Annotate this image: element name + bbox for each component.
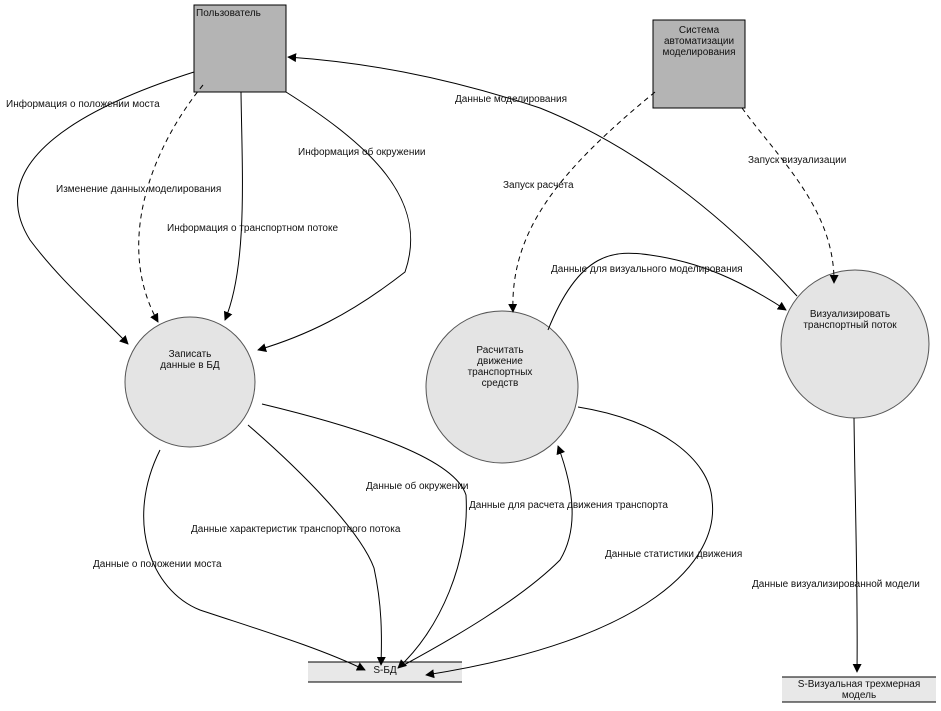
flow-start-visual-line [741,107,839,284]
flow-start-calc-label: Запуск расчета [503,180,574,191]
process-write-db-circle [124,316,256,448]
entity-user-box [193,4,287,93]
flow-traffic-info-label: Информация о транспортном потоке [167,223,339,234]
flow-motion-stats-data-line [425,406,714,679]
process-visualize-circle [780,269,930,419]
flow-environment-data-line [261,403,467,669]
flow-model-data-line [287,53,798,297]
store-visual-model [782,676,936,703]
flow-bridge-info-label: Информация о положении моста [6,99,160,110]
flow-environment-data-label: Данные об окружении [366,481,469,492]
flow-motion-calc-data-label: Данные для расчета движения транспорта [469,500,668,511]
flow-bridge-position-data-line [143,449,366,671]
store-db [308,661,462,683]
process-write-db-label: Записать данные в БД [160,349,220,371]
entity-automation-box [652,19,746,109]
flow-visual-model-data-label: Данные для визуального моделирования [551,264,743,275]
flow-environment-info-label: Информация об окружении [298,147,426,158]
process-visualize-label: Визуализировать транспортный поток [803,309,897,331]
flow-motion-calc-data-line [401,445,573,667]
flow-bridge-position-data-label: Данные о положении моста [93,559,222,570]
flow-start-visual-label: Запуск визуализации [748,155,847,166]
entity-user-label: Пользователь [196,8,261,19]
flow-traffic-char-data-label: Данные характеристик транспортного поток… [191,524,401,535]
process-calc-motion-label: Расчитать движение транспортных средств [467,345,533,389]
flow-bridge-info-line [17,71,195,345]
process-calc-motion-circle [425,310,579,464]
flow-start-calc-line [508,91,656,313]
flow-visualized-model-data-label: Данные визуализированной модели [752,579,920,590]
store-db-label: S-БД [373,665,397,676]
entity-automation-label: Система автоматизации моделирования [662,25,736,58]
flow-motion-stats-data-label: Данные статистики движения [605,549,743,560]
flow-traffic-info-line [223,91,243,321]
flow-model-data-label: Данные моделирования [455,94,568,105]
store-visual-model-label: S-Визуальная трехмерная модель [797,679,921,701]
flow-traffic-char-data-line [247,424,386,666]
flow-change-model-data-line [138,84,204,323]
flow-visualized-model-data-line [852,417,862,673]
flow-environment-info-line [257,91,412,352]
flow-visual-model-data-line [547,252,787,331]
flow-change-model-data-label: Изменение данных моделирования [56,184,222,195]
